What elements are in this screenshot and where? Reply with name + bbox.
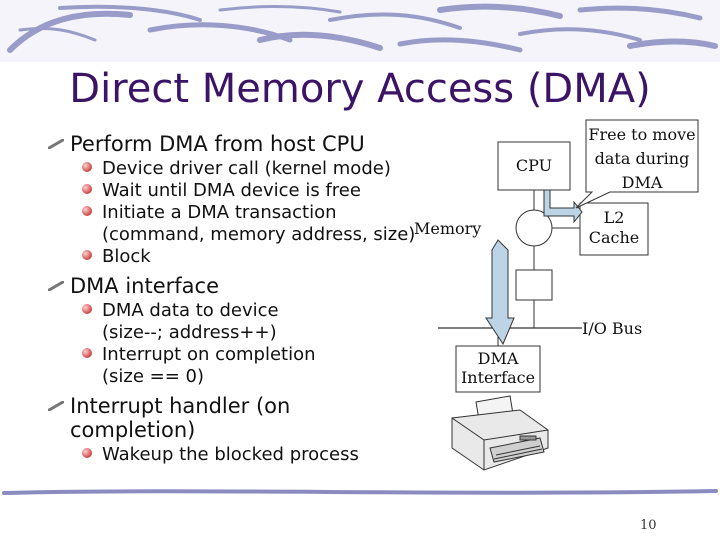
bullet-text: Initiate a DMA transaction	[102, 202, 337, 223]
dma-interface-line: DMA	[477, 349, 519, 368]
bullet-level1: Perform DMA from host CPU	[48, 132, 428, 156]
callout-text: Free to move data during DMA	[586, 123, 698, 195]
bullet-text: Perform DMA from host CPU	[70, 132, 365, 156]
bullet-text: Wait until DMA device is free	[102, 180, 361, 201]
dot-bullet-icon	[82, 162, 92, 172]
l2-arrow	[543, 189, 583, 224]
bus-junction	[515, 209, 553, 247]
l2-line: Cache	[588, 228, 640, 247]
dot-bullet-icon	[82, 206, 92, 216]
bullet-text-cont: completion)	[70, 418, 196, 442]
bullet-level2: Device driver call (kernel mode)	[48, 158, 428, 180]
brush-bullet-icon	[48, 401, 64, 411]
dot-bullet-icon	[82, 304, 92, 314]
l2-line: L2	[603, 208, 625, 227]
bullet-level2: Initiate a DMA transaction(command, memo…	[48, 202, 428, 246]
footer-decoration	[2, 489, 718, 495]
bullet-text: DMA data to device	[102, 300, 279, 321]
callout-line: data during	[594, 149, 690, 168]
bullet-level2: Wakeup the blocked process	[48, 444, 428, 466]
dma-interface-label: DMA Interface	[456, 349, 540, 387]
brush-bullet-icon	[48, 281, 64, 291]
bullet-text: Interrupt handler (on	[70, 394, 291, 418]
bullet-list: Perform DMA from host CPU Device driver …	[48, 126, 428, 466]
bullet-level1: DMA interface	[48, 274, 428, 298]
bridge-box	[515, 269, 553, 301]
dot-bullet-icon	[82, 184, 92, 194]
callout-line: DMA	[621, 173, 663, 192]
cpu-label: CPU	[515, 156, 553, 175]
dot-bullet-icon	[82, 250, 92, 260]
bullet-level2: Interrupt on completion(size == 0)	[48, 344, 428, 388]
bullet-text: Wakeup the blocked process	[102, 444, 359, 465]
slide-title: Direct Memory Access (DMA)	[69, 66, 651, 112]
bullet-text: Block	[102, 246, 151, 267]
bullet-level2: Wait until DMA device is free	[48, 180, 428, 202]
bullet-level2: DMA data to device(size--; address++)	[48, 300, 428, 344]
callout-line: Free to move	[588, 125, 696, 144]
bullet-text-cont: (size--; address++)	[102, 322, 277, 343]
page-number: 10	[640, 518, 657, 533]
bullet-text: Device driver call (kernel mode)	[102, 158, 391, 179]
bullet-text-cont: (command, memory address, size)	[102, 224, 416, 245]
header-decoration	[0, 0, 720, 62]
bullet-text-cont: (size == 0)	[102, 366, 205, 387]
brush-bullet-icon	[48, 139, 64, 149]
dma-interface-line: Interface	[460, 368, 536, 387]
bullet-text: DMA interface	[70, 274, 219, 298]
dot-bullet-icon	[82, 448, 92, 458]
dot-bullet-icon	[82, 348, 92, 358]
l2-cache-label: L2 Cache	[580, 208, 648, 248]
io-bus-label: I/O Bus	[582, 319, 643, 338]
memory-label: Memory	[414, 219, 482, 238]
bullet-level2: Block	[48, 246, 428, 268]
bullet-text: Interrupt on completion	[102, 344, 316, 365]
printer-icon	[451, 395, 549, 471]
dma-transfer-arrow	[485, 239, 515, 346]
